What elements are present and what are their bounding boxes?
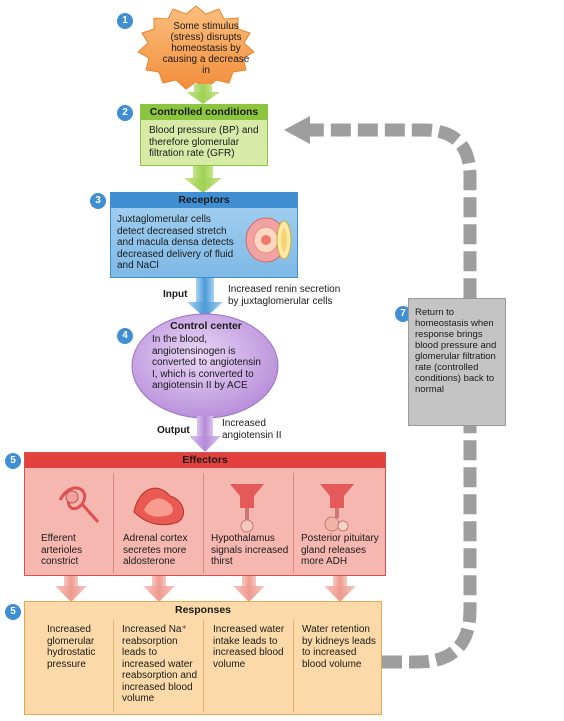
step-badge-2: 2 (117, 105, 133, 121)
effector-adrenal-cortex: Adrenal cortex secretes more aldosterone (123, 533, 188, 567)
stimulus-burst (137, 5, 255, 90)
effectors-divider (203, 473, 204, 573)
effectors-title: Effectors (182, 454, 228, 466)
return-to-homeostasis-text: Return to homeostasis when response brin… (415, 307, 497, 395)
controlled-conditions-title: Controlled conditions (149, 106, 259, 118)
controlled-conditions-text: Blood pressure (BP) and therefore glomer… (149, 125, 259, 159)
input-label: Input (163, 289, 188, 300)
control-center-title: Control center (170, 320, 242, 332)
receptor-cells-overlay (245, 217, 292, 263)
effectors-box: Effectors Efferent arterioles constrict … (24, 452, 386, 576)
posterior-pituitary-icon (320, 484, 354, 532)
return-to-homeostasis-box: Return to homeostasis when response brin… (408, 298, 506, 426)
step-badge-3: 3 (90, 193, 106, 209)
step-badge-1: 1 (117, 13, 133, 29)
receptors-box: Receptors Juxtaglomerular cells detect d… (110, 192, 298, 278)
effectors-divider (113, 473, 114, 573)
responses-divider (203, 620, 204, 712)
effector-illustrations (58, 484, 354, 533)
arrows-effectors-to-responses (55, 575, 356, 602)
arrow-output (189, 416, 221, 452)
responses-divider (293, 620, 294, 712)
arrow-stimulus-to-controlled (186, 84, 220, 104)
effector-posterior-pituitary: Posterior pituitary gland releases more … (301, 533, 379, 567)
input-text: Increased renin secretion by juxtaglomer… (228, 284, 341, 307)
effector-efferent-arterioles: Efferent arterioles constrict (41, 533, 83, 567)
controlled-conditions-header (141, 105, 267, 120)
stimulus-text: Some stimulus (stress) disrupts homeosta… (162, 21, 250, 76)
response-water-intake: Increased water intake leads to increase… (213, 624, 285, 670)
step-badge-5-responses: 5 (5, 604, 21, 620)
receptors-title: Receptors (178, 194, 230, 206)
effectors-header (25, 453, 385, 468)
efferent-arteriole-icon (58, 486, 100, 523)
effectors-divider (293, 473, 294, 573)
response-water-retention: Water retention by kidneys leads to incr… (302, 624, 376, 670)
receptors-text: Juxtaglomerular cells detect decreased s… (117, 214, 234, 271)
arrow-controlled-to-receptors (184, 165, 222, 193)
responses-title: Responses (174, 604, 232, 616)
responses-box: Responses Increased glomerular hydrostat… (24, 601, 382, 715)
arrow-input (187, 276, 223, 318)
step-badge-4: 4 (117, 328, 133, 344)
hypothalamus-icon (230, 484, 264, 533)
step-badge-7: 7 (395, 306, 411, 322)
output-label: Output (157, 425, 190, 436)
step-badge-5-effectors: 5 (5, 453, 21, 469)
output-text: Increased angiotensin II (222, 418, 282, 441)
controlled-conditions-box: Controlled conditions Blood pressure (BP… (140, 104, 268, 166)
response-na-reabsorption: Increased Na⁺ reabsorption leads to incr… (122, 624, 198, 704)
effector-hypothalamus: Hypothalamus signals increased thirst (211, 533, 289, 567)
adrenal-cortex-icon (133, 487, 185, 526)
control-center-text: In the blood, angiotensinogen is convert… (152, 334, 261, 391)
response-glomerular-pressure: Increased glomerular hydrostatic pressur… (47, 624, 96, 670)
responses-divider (113, 620, 114, 712)
receptors-header (111, 193, 297, 208)
